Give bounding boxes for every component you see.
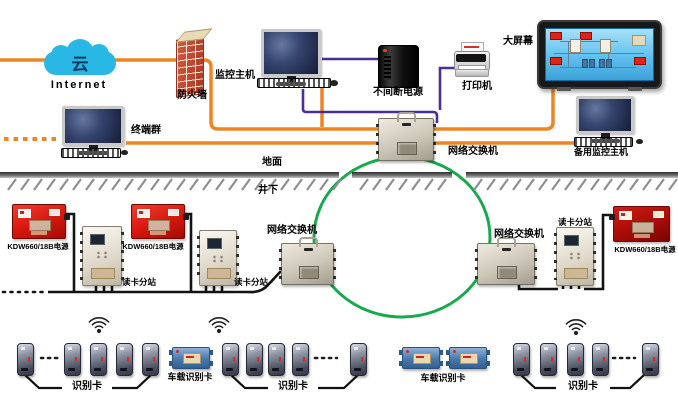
printer-label: 打印机 bbox=[462, 81, 492, 92]
monitoring-host-monitor bbox=[261, 29, 321, 87]
id-card bbox=[592, 343, 609, 376]
vehicle-id-card bbox=[399, 347, 443, 369]
reader-substation-1-label: 读卡分站 bbox=[121, 277, 157, 287]
reader-substation-3 bbox=[554, 227, 596, 286]
reader-substation-3-label: 读卡分站 bbox=[557, 217, 593, 227]
big-screen-panel bbox=[545, 28, 654, 81]
reader-substation-2 bbox=[197, 230, 239, 286]
reader-substation-1 bbox=[80, 226, 124, 286]
underground-switch-right bbox=[475, 237, 537, 285]
id-card-group-1-label: 识别卡 bbox=[72, 381, 102, 392]
vehicle-card-group-1-label: 车载识别卡 bbox=[167, 372, 213, 382]
power-supply-3-label: KDW660/18B电源 bbox=[614, 245, 676, 254]
id-card bbox=[350, 343, 367, 376]
backup-host-monitor bbox=[576, 96, 634, 144]
id-card-group-2-label: 识别卡 bbox=[278, 381, 308, 392]
underground-label: 井下 bbox=[258, 185, 278, 196]
power-supply-2 bbox=[131, 204, 189, 239]
card-group-brackets bbox=[24, 374, 645, 390]
ups-tower bbox=[378, 45, 419, 88]
backup-host-keyboard bbox=[574, 137, 633, 147]
power-supply-2-label: KDW660/18B电源 bbox=[122, 242, 184, 251]
underground-switch-left bbox=[279, 237, 336, 285]
terminal-group-label: 终端群 bbox=[131, 125, 161, 136]
id-card bbox=[142, 343, 159, 376]
id-card bbox=[222, 343, 239, 376]
internet-cloud-icon: 云 bbox=[44, 39, 116, 80]
underground-switch-right-label: 网络交换机 bbox=[494, 229, 544, 240]
id-card bbox=[116, 343, 133, 376]
id-card bbox=[64, 343, 81, 376]
terminal-group-mouse bbox=[121, 150, 128, 155]
firewall-label: 防火墙 bbox=[177, 90, 207, 101]
power-supply-1-label: KDW660/18B电源 bbox=[7, 242, 69, 251]
ups-label: 不间断电源 bbox=[373, 87, 423, 98]
vehicle-id-card bbox=[446, 347, 490, 369]
id-card bbox=[292, 343, 309, 376]
id-card bbox=[540, 343, 557, 376]
ground-bar bbox=[0, 172, 678, 178]
ground-label: 地面 bbox=[262, 157, 282, 168]
id-card-group-3-label: 识别卡 bbox=[568, 381, 598, 392]
id-card bbox=[268, 343, 285, 376]
printer-icon bbox=[454, 42, 490, 78]
vehicle-card-group-2-label: 车载识别卡 bbox=[420, 373, 466, 383]
terminal-group-keyboard bbox=[61, 148, 121, 158]
id-card bbox=[567, 343, 584, 376]
surface-network-switch bbox=[376, 112, 436, 161]
internet-label: Internet bbox=[50, 79, 108, 91]
cloud-glyph: 云 bbox=[71, 55, 89, 74]
power-supply-3 bbox=[609, 206, 670, 242]
orange-cables bbox=[0, 58, 575, 145]
purple-cables bbox=[301, 57, 459, 123]
id-card bbox=[90, 343, 107, 376]
firewall-icon bbox=[175, 28, 213, 98]
backup-host-label: 备用监控主机 bbox=[573, 147, 629, 157]
id-card bbox=[642, 343, 659, 376]
power-supply-1 bbox=[12, 204, 70, 239]
monitoring-host-mouse bbox=[330, 80, 338, 86]
id-card bbox=[246, 343, 263, 376]
surface-switch-label: 网络交换机 bbox=[448, 146, 498, 157]
ground-hatching bbox=[7, 178, 678, 191]
wireless-icon bbox=[88, 317, 587, 336]
underground-switch-left-label: 网络交换机 bbox=[267, 225, 317, 236]
id-card bbox=[513, 343, 530, 376]
backup-host-mouse bbox=[636, 139, 643, 144]
reader-substation-2-label: 读卡分站 bbox=[233, 277, 269, 287]
big-screen-label: 大屏幕 bbox=[503, 36, 533, 47]
monitoring-host-keyboard bbox=[257, 78, 331, 88]
vehicle-id-card bbox=[169, 347, 213, 369]
monitoring-host-label: 监控主机 bbox=[215, 70, 255, 81]
big-screen-display bbox=[537, 20, 662, 91]
id-card bbox=[17, 343, 34, 376]
